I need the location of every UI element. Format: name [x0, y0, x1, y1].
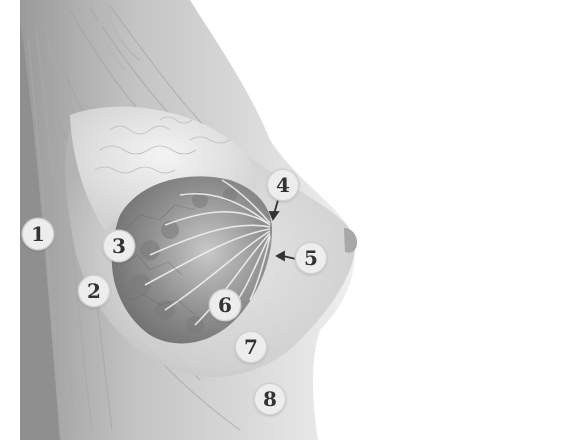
- marker-2: 2: [79, 276, 109, 306]
- nipple: [344, 228, 357, 253]
- marker-8: 8: [255, 384, 285, 414]
- marker-3: 3: [104, 231, 134, 261]
- marker-5: 5: [296, 243, 326, 273]
- marker-7: 7: [236, 332, 266, 362]
- marker-1: 1: [23, 219, 53, 249]
- marker-4: 4: [268, 170, 298, 200]
- marker-6: 6: [210, 290, 240, 320]
